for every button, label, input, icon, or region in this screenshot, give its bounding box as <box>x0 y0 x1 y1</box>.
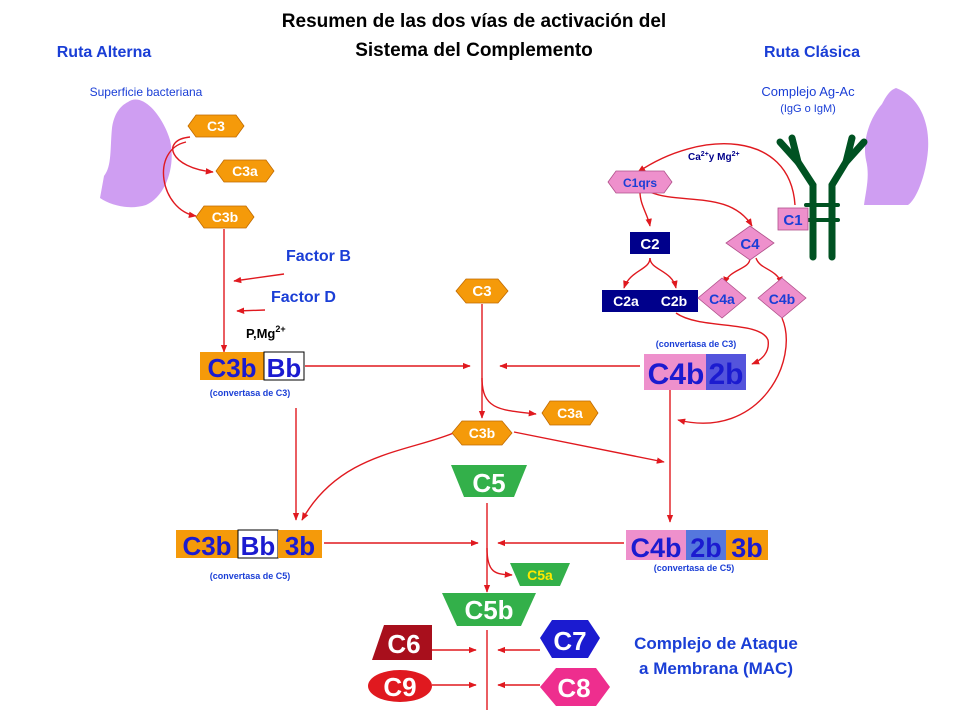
c4a-node: C4a <box>697 277 747 319</box>
arrow-c2b-to-c4b2b <box>675 312 769 365</box>
class-conv-c5-label: (convertasa de C5) <box>654 563 735 573</box>
c6-node: C6 <box>372 625 432 660</box>
arrow-c4b-to-c4b2b <box>677 317 787 425</box>
arrow-center-c3-to-c3a <box>481 377 537 417</box>
alt-c3-label: C3 <box>207 118 225 134</box>
factor-d-label: Factor D <box>271 289 336 306</box>
arrow-factor-b <box>233 273 285 284</box>
alt-conv-c5-a: C3b <box>182 531 231 561</box>
alt-c3-convertase: C3b Bb <box>200 351 305 383</box>
complex-ag-ac-label: Complejo Ag-Ac <box>761 84 855 99</box>
c4-label: C4 <box>740 236 760 253</box>
arrow-c4-split-b <box>755 257 783 285</box>
complex-ag-ac-sublabel: (IgG o IgM) <box>780 103 836 115</box>
class-conv-c5-a: C4b <box>630 533 681 563</box>
class-conv-c3-a: C4b <box>648 358 705 391</box>
class-conv-c3-label: (convertasa de C3) <box>656 339 737 349</box>
c2-node: C2 <box>630 232 670 254</box>
alt-c3-node: C3 <box>187 114 245 138</box>
arrow-c3b-to-alt-c5-convertase <box>301 431 457 521</box>
c4a-label: C4a <box>709 291 735 307</box>
alt-conv-c3-left: C3b <box>207 353 256 383</box>
c8-node: C8 <box>540 668 610 706</box>
c5a-label: C5a <box>527 567 553 583</box>
classical-pathway-heading: Ruta Clásica <box>764 44 860 61</box>
antibody-icon <box>776 134 868 261</box>
c2b-label: C2b <box>661 293 687 309</box>
c8-label: C8 <box>557 673 590 703</box>
alt-c3a-node: C3a <box>215 159 275 183</box>
center-c3-label: C3 <box>472 283 491 300</box>
arrow-c3-to-c3a <box>172 136 214 175</box>
class-c3-convertase: C4b 2b <box>644 354 746 391</box>
alt-conv-c5-c: 3b <box>285 531 315 561</box>
factor-b-label: Factor B <box>286 248 351 265</box>
c5a-node: C5a <box>510 563 570 586</box>
c2a-node: C2a <box>602 290 650 312</box>
alt-c5-convertase: C3b Bb 3b <box>176 529 322 561</box>
c4b-node: C4b <box>757 277 807 319</box>
class-conv-c3-b: 2b <box>708 358 743 391</box>
c7-label: C7 <box>553 626 586 656</box>
c9-label: C9 <box>383 672 416 702</box>
mac-label-line-2: a Membrana (MAC) <box>639 659 793 678</box>
class-conv-c5-b: 2b <box>690 533 722 563</box>
class-conv-c5-c: 3b <box>731 533 763 563</box>
c1-label: C1 <box>783 212 802 229</box>
c2-label: C2 <box>640 236 659 253</box>
arrow-factor-d <box>236 307 266 314</box>
title-line-2: Sistema del Complemento <box>355 40 593 61</box>
c2a-label: C2a <box>613 293 639 309</box>
center-c3a-label: C3a <box>557 405 583 421</box>
c9-node: C9 <box>368 670 432 702</box>
center-c3b-node: C3b <box>451 420 513 446</box>
arrow-c3b-to-class-c5-convertase <box>513 431 665 464</box>
center-c3-node: C3 <box>455 278 509 304</box>
alt-conv-c3-label: (convertasa de C3) <box>210 388 291 398</box>
arrow-c4-split-a <box>723 257 751 285</box>
p-mg-label: P,Mg2+ <box>246 324 286 341</box>
c4-node: C4 <box>725 225 775 261</box>
alternate-pathway-heading: Ruta Alterna <box>57 44 152 61</box>
alt-conv-c5-b: Bb <box>241 531 276 561</box>
antigen-shape <box>864 88 929 205</box>
c7-node: C7 <box>540 620 600 658</box>
arrow-c1qrs-to-c4 <box>649 191 753 227</box>
alt-c3b-node: C3b <box>195 205 255 229</box>
c5-node: C5 <box>451 465 527 498</box>
center-c3a-node: C3a <box>541 400 599 426</box>
arrow-c3-to-c3b <box>162 141 197 218</box>
alt-conv-c3-right: Bb <box>267 353 302 383</box>
c1-node: C1 <box>777 207 809 231</box>
bacterial-surface-label: Superficie bacteriana <box>90 85 203 99</box>
bacterial-surface-shape <box>100 99 172 208</box>
mac-label-line-1: Complejo de Ataque <box>634 634 798 653</box>
arrow-c2-split-a <box>623 257 651 289</box>
ca-mg-label: Ca2+y Mg2+ <box>688 151 740 163</box>
alt-conv-c5-label: (convertasa de C5) <box>210 571 291 581</box>
arrow-c2-split-b <box>649 257 678 289</box>
arrow-c1-to-c1qrs <box>637 143 796 206</box>
alt-c3a-label: C3a <box>232 163 258 179</box>
c1qrs-node: C1qrs <box>607 170 673 194</box>
title-line-1: Resumen de las dos vías de activación de… <box>282 11 666 32</box>
c5b-label: C5b <box>464 595 513 625</box>
c2b-node: C2b <box>650 290 698 312</box>
arrow-c5-to-c5a <box>486 547 513 578</box>
c5b-node: C5b <box>442 593 536 626</box>
c1qrs-label: C1qrs <box>623 176 657 190</box>
class-c5-convertase: C4b 2b 3b <box>626 530 768 563</box>
c5-label: C5 <box>472 468 505 498</box>
c4b-label: C4b <box>769 291 795 307</box>
c6-label: C6 <box>387 629 420 659</box>
arrow-c1qrs-to-c2 <box>639 191 652 227</box>
center-c3b-label: C3b <box>469 425 495 441</box>
alt-c3b-label: C3b <box>212 209 238 225</box>
